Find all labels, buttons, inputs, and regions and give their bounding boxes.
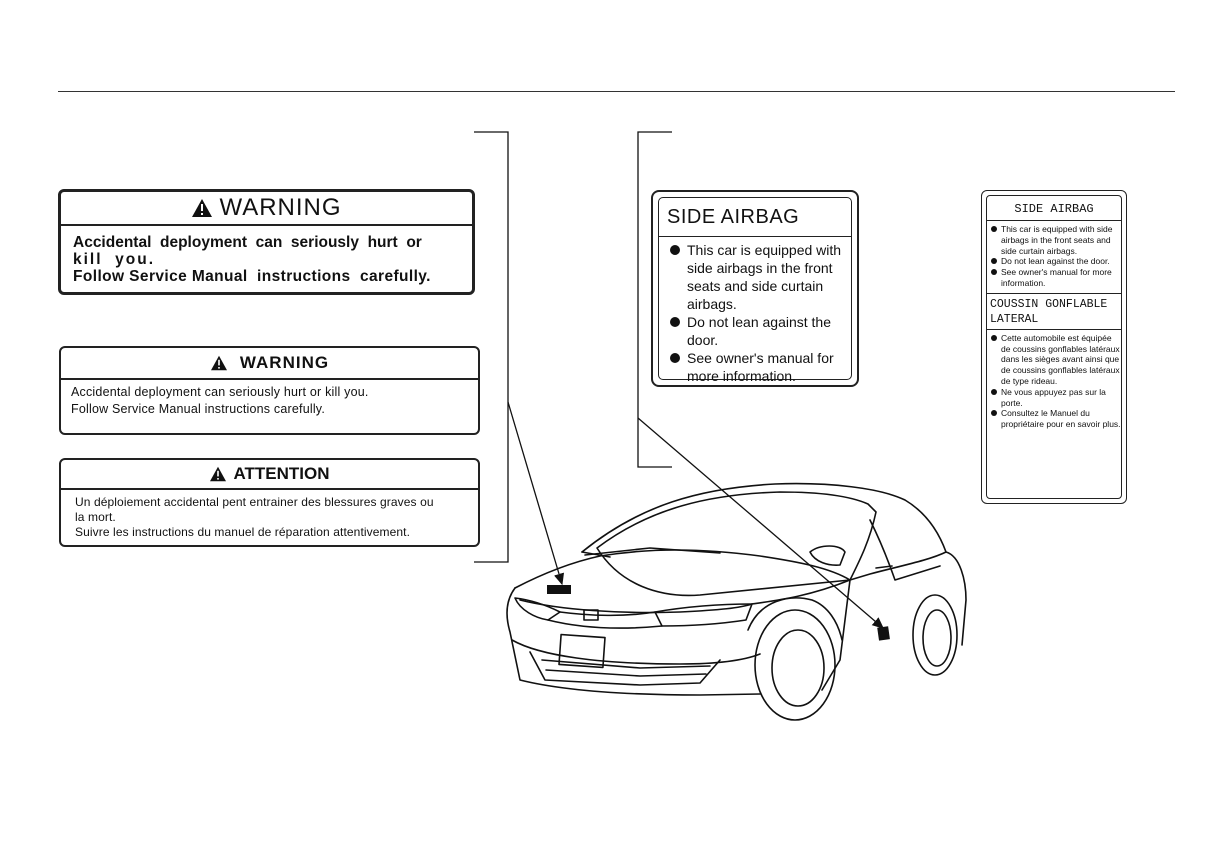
label-line: Accidental deployment can seriously hurt… — [71, 385, 369, 399]
side-airbag-label: SIDE AIRBAG This car is equipped with si… — [651, 190, 859, 387]
list-item: Do not lean against the door. — [669, 313, 851, 349]
side-airbag-title-en: SIDE AIRBAG — [987, 196, 1121, 221]
warning-triangle-icon — [210, 355, 227, 371]
list-item: Do not lean against the door. — [991, 256, 1121, 267]
list-item: Consultez le Manuel du propriétaire pour… — [991, 408, 1121, 430]
label-line: Follow Service Manual instructions caref… — [71, 402, 326, 416]
list-item: This car is equipped with side airbags i… — [669, 241, 851, 313]
label-body: Accidental deployment can seriously hurt… — [61, 380, 478, 418]
side-airbag-title: SIDE AIRBAG — [659, 198, 851, 237]
label-heading-text: WARNING — [219, 194, 342, 221]
label-line: kill you. — [73, 251, 156, 268]
label-heading: WARNING — [61, 192, 472, 226]
hood-warning-label-primary: WARNING Accidental deployment can seriou… — [58, 189, 475, 295]
bracket-line-door — [637, 131, 672, 468]
side-airbag-list-fr: Cette automobile est équipée de coussins… — [987, 333, 1121, 430]
door-label-location-marker — [877, 626, 890, 641]
list-item: This car is equipped with side airbags i… — [991, 224, 1121, 256]
bracket-line-hood — [474, 131, 509, 563]
header-rule — [58, 91, 1175, 92]
hood-label-location-marker — [547, 585, 571, 594]
label-line: la mort. — [75, 510, 116, 524]
label-line: Follow Service Manual instructions caref… — [73, 268, 431, 285]
side-airbag-list-en: This car is equipped with side airbags i… — [987, 224, 1121, 289]
label-line: Suivre les instructions du manuel de rép… — [75, 525, 411, 539]
label-line: Un déploiement accidental pent entrainer… — [75, 495, 434, 509]
label-heading: WARNING — [61, 348, 478, 380]
label-heading-text: ATTENTION — [233, 464, 330, 483]
hood-warning-label-secondary: WARNING Accidental deployment can seriou… — [59, 346, 480, 435]
label-body: Un déploiement accidental pent entrainer… — [61, 490, 478, 540]
hood-attention-label-french: ATTENTION Un déploiement accidental pent… — [59, 458, 480, 547]
label-heading-text: WARNING — [239, 353, 330, 372]
leader-arrow-door — [637, 417, 884, 629]
label-body: Accidental deployment can seriously hurt… — [61, 226, 472, 285]
label-line: Accidental deployment can seriously hurt… — [73, 234, 422, 251]
side-airbag-list: This car is equipped with side airbags i… — [659, 241, 851, 385]
list-item: See owner's manual for more information. — [669, 349, 851, 385]
warning-triangle-icon — [210, 466, 227, 482]
side-airbag-bilingual-inner: SIDE AIRBAG This car is equipped with si… — [986, 195, 1122, 499]
warning-triangle-icon — [192, 199, 213, 217]
list-item: See owner's manual for more information. — [991, 267, 1121, 289]
list-item: Cette automobile est équipée de coussins… — [991, 333, 1121, 387]
side-airbag-label-inner: SIDE AIRBAG This car is equipped with si… — [658, 197, 852, 384]
leader-arrow-hood — [507, 401, 565, 586]
side-airbag-title-fr: COUSSIN GONFLABLE LATERAL — [987, 292, 1121, 330]
side-airbag-label-bilingual: SIDE AIRBAG This car is equipped with si… — [981, 190, 1127, 504]
list-item: Ne vous appuyez pas sur la porte. — [991, 387, 1121, 409]
label-heading: ATTENTION — [61, 460, 478, 490]
